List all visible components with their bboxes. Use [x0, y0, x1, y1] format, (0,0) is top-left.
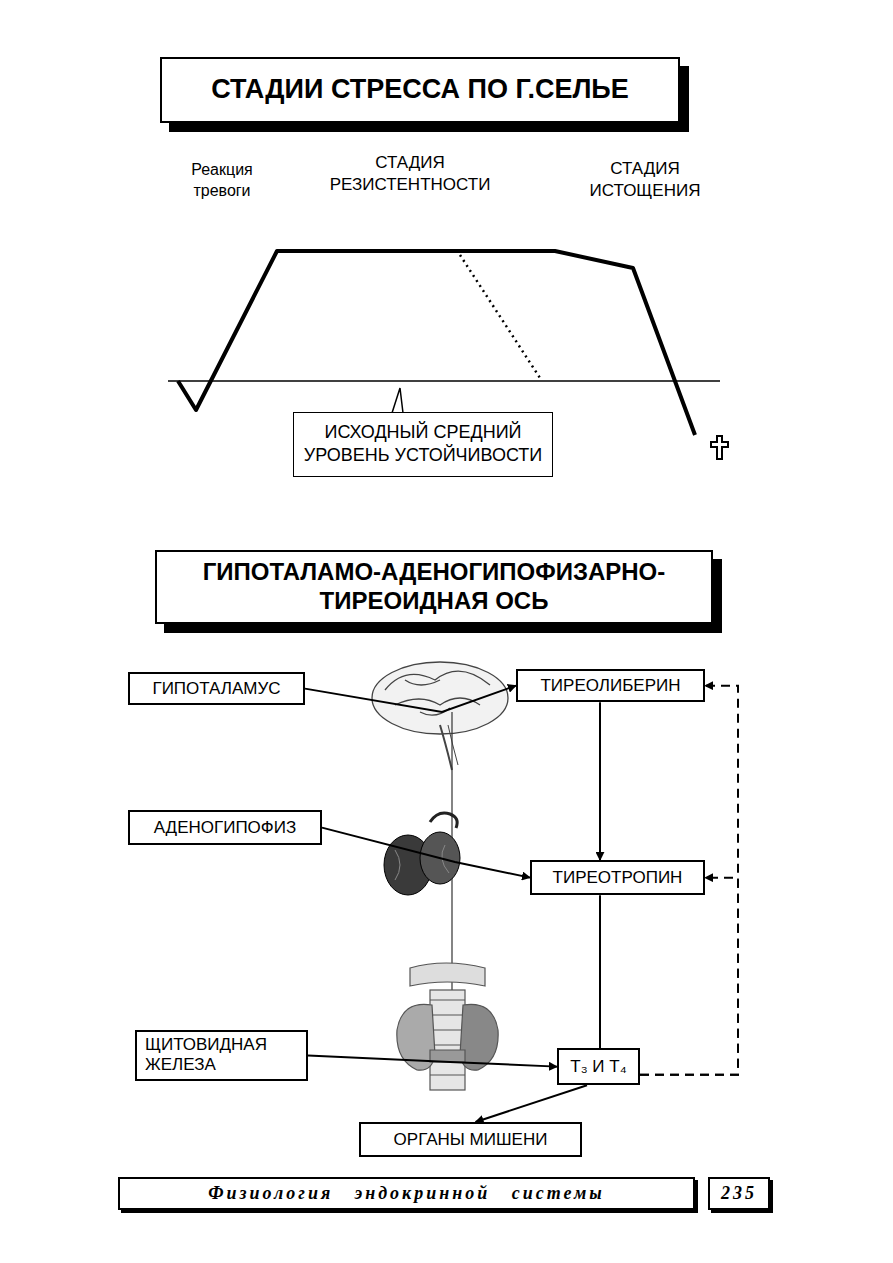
- heading-box: ГИПОТАЛАМО-АДЕНОГИПОФИЗАРНО- ТИРЕОИДНАЯ …: [155, 550, 713, 624]
- node-text: ГИПОТАЛАМО-АДЕНОГИПОФИЗАРНО- ТИРЕОИДНАЯ …: [165, 558, 703, 616]
- node-text: ИСХОДНЫЙ СРЕДНИЙ УРОВЕНЬ УСТОЙЧИВОСТИ: [302, 421, 544, 468]
- connector: [305, 686, 516, 712]
- node-text: 235: [718, 1182, 760, 1205]
- label-box: ЩИТОВИДНАЯ ЖЕЛЕЗА: [135, 1030, 308, 1081]
- node-text: Физиология эндокринной системы: [128, 1182, 685, 1205]
- connector: [322, 828, 530, 878]
- page-number: 235: [708, 1177, 770, 1210]
- hormone-box: ТИРЕОТРОПИН: [530, 860, 705, 895]
- brain: [372, 662, 508, 770]
- stage-label: СТАДИЯ РЕЗИСТЕНТНОСТИ: [295, 152, 525, 196]
- node-text: АДЕНОГИПОФИЗ: [138, 817, 312, 838]
- label-box: ГИПОТАЛАМУС: [128, 672, 305, 705]
- stress-curve: [178, 251, 695, 435]
- footer-box: Физиология эндокринной системы: [118, 1177, 695, 1210]
- hormone-box: Т₃ И Т₄: [557, 1048, 640, 1085]
- thyroid: [397, 963, 498, 1090]
- callout-box: ИСХОДНЫЙ СРЕДНИЙ УРОВЕНЬ УСТОЙЧИВОСТИ: [293, 412, 553, 477]
- target-box: ОРГАНЫ МИШЕНИ: [359, 1122, 582, 1157]
- death-cross: [711, 436, 728, 459]
- stage-label: Реакция тревоги: [167, 160, 277, 202]
- connector: [476, 1085, 588, 1122]
- node-text: ГИПОТАЛАМУС: [138, 678, 295, 699]
- hormone-box: ТИРЕОЛИБЕРИН: [516, 669, 705, 702]
- node-text: Т₃ И Т₄: [565, 1056, 632, 1077]
- connector: [308, 1055, 557, 1066]
- node-text: ЩИТОВИДНАЯ ЖЕЛЕЗА: [145, 1035, 298, 1076]
- feedback-arrow: [640, 878, 738, 1075]
- node-text: ОРГАНЫ МИШЕНИ: [369, 1129, 572, 1150]
- node-text: ТИРЕОЛИБЕРИН: [526, 675, 695, 696]
- callout-pointer: [392, 388, 403, 413]
- label-box: АДЕНОГИПОФИЗ: [128, 810, 322, 845]
- dotted-curve: [460, 255, 540, 378]
- connector: [599, 895, 601, 1048]
- heading-box: СТАДИИ СТРЕССА ПО Г.СЕЛЬЕ: [160, 57, 680, 123]
- connector: [599, 702, 601, 860]
- baseline: [168, 380, 720, 382]
- node-text: ТИРЕОТРОПИН: [540, 867, 695, 888]
- node-text: СТАДИИ СТРЕССА ПО Г.СЕЛЬЕ: [178, 73, 662, 107]
- stage-label: СТАДИЯ ИСТОЩЕНИЯ: [560, 158, 730, 202]
